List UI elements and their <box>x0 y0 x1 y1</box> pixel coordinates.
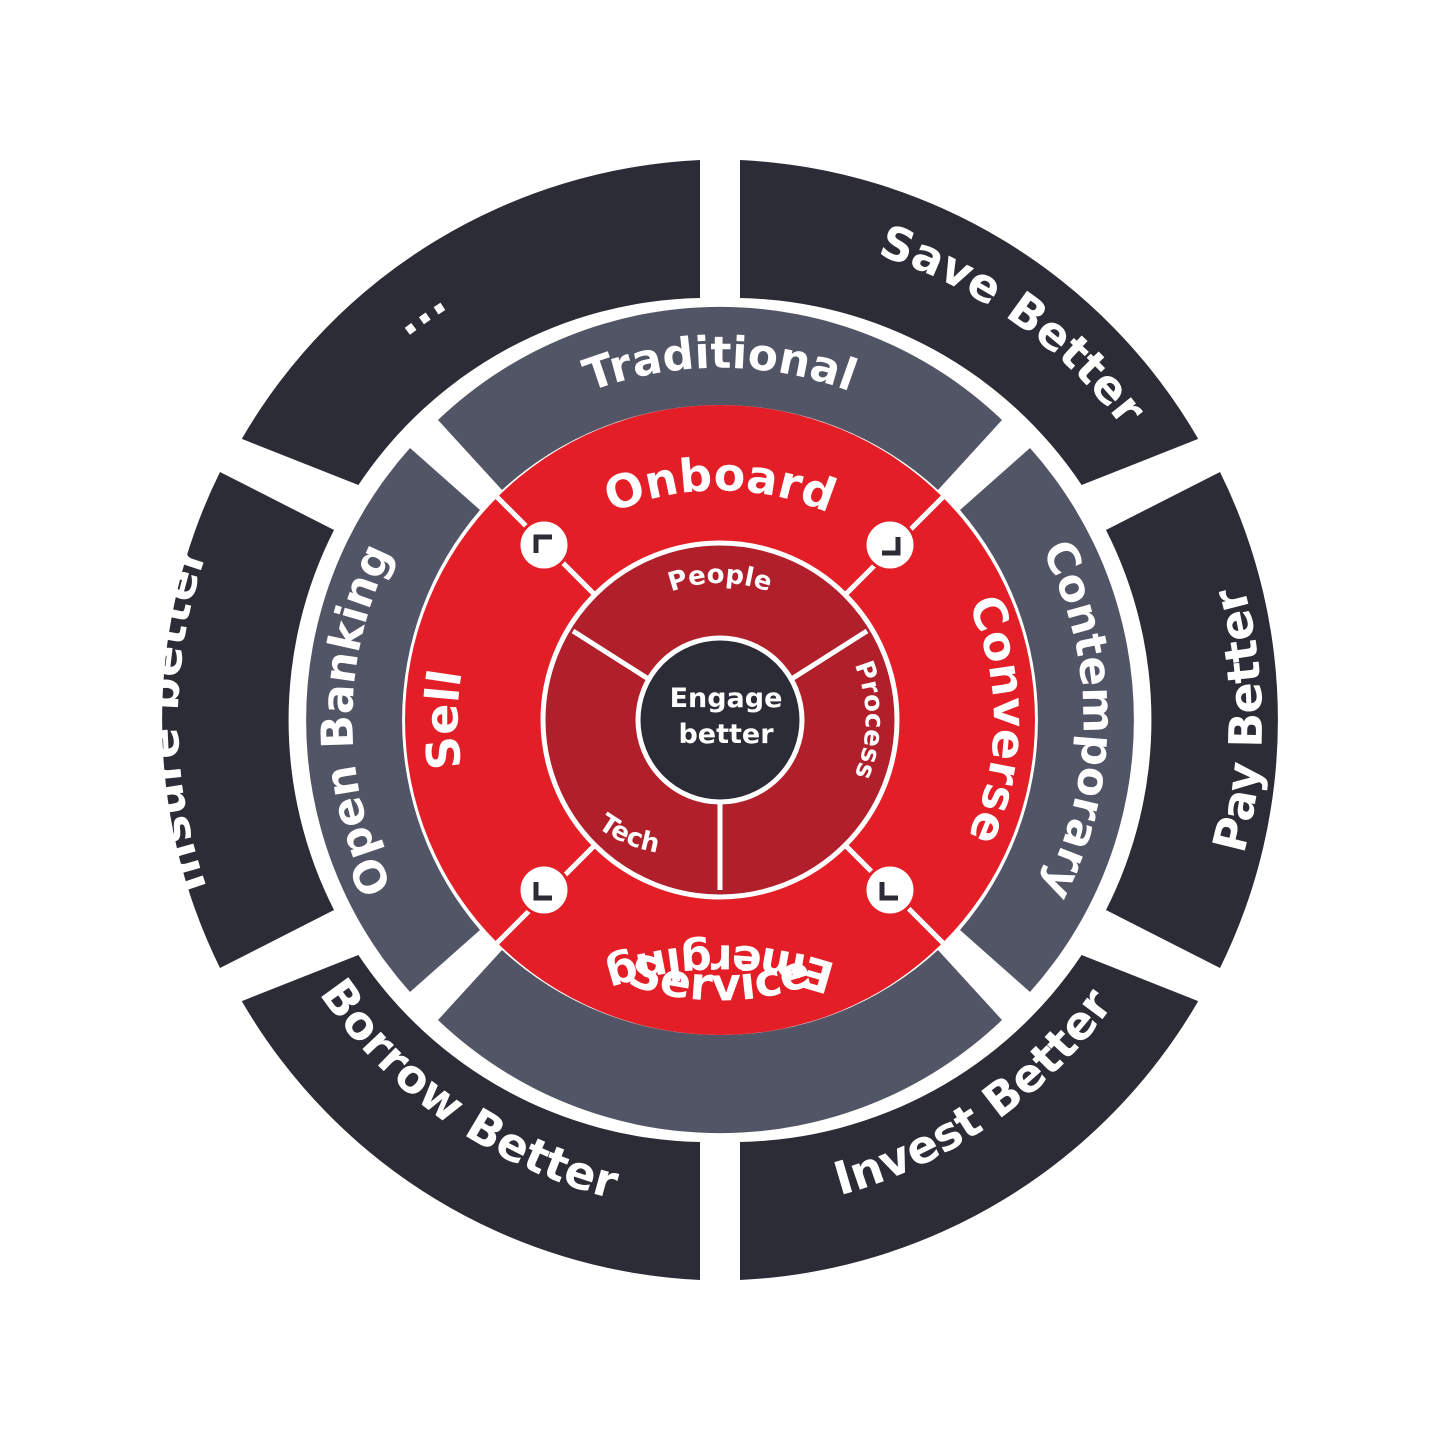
middle-segment-contemporary[interactable] <box>960 448 1134 992</box>
middle-segment-open-banking[interactable] <box>306 448 480 992</box>
center-label-line1: Engage <box>670 683 783 714</box>
outer-segment-save-better[interactable] <box>740 160 1199 485</box>
chevron-up-left-icon <box>517 518 571 572</box>
chevron-down-right-icon <box>863 518 917 572</box>
chevron-down-right-icon <box>863 863 917 917</box>
cycle-arrows <box>517 518 917 917</box>
outer-segment-insure-better[interactable] <box>162 472 334 968</box>
core-ring-dividers <box>571 628 869 890</box>
outer-segment-ellipsis[interactable] <box>241 160 701 485</box>
outer-segment-invest-better[interactable] <box>740 955 1199 1280</box>
red-label-sell: Sell <box>415 666 473 773</box>
outer-ring <box>162 160 1278 1280</box>
outer-segment-borrow-better[interactable] <box>241 955 701 1280</box>
center-label-line2: better <box>678 719 774 750</box>
middle-segment-emerging[interactable] <box>438 950 1002 1134</box>
center-hub <box>635 635 805 805</box>
middle-segment-traditional[interactable] <box>438 306 1002 490</box>
middle-ring <box>306 306 1134 1134</box>
outer-segment-pay-better[interactable] <box>1106 472 1278 968</box>
chevron-down-left-icon <box>517 863 571 917</box>
